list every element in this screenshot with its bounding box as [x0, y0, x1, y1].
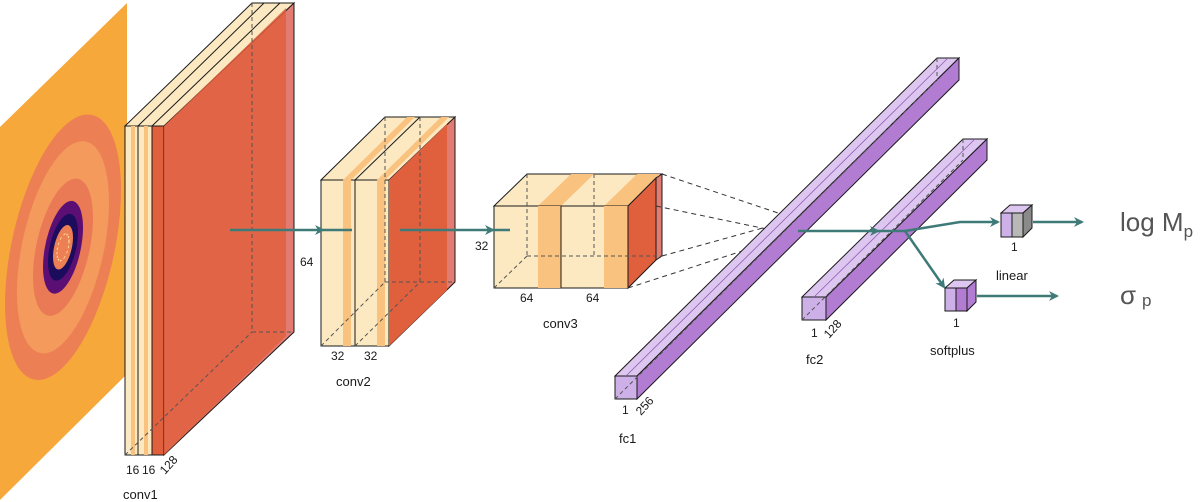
conv1-hidden-edge [124, 331, 253, 456]
conv1-slab-1-band [131, 126, 135, 455]
conv3-top-band-1 [538, 174, 594, 206]
conv2-side-dim: 64 [300, 255, 314, 269]
conv3-slab-1-band [538, 206, 561, 288]
output-log-m-sub: p [1184, 222, 1193, 241]
input-ring-dashed [56, 233, 70, 262]
conv1-block [123, 1, 296, 457]
fc1-label: fc1 [619, 431, 636, 446]
conv3-top-band-2 [604, 174, 660, 206]
linear-dim: 1 [1011, 240, 1018, 254]
conv2-hidden-edge-5 [354, 281, 421, 347]
conv1-top-edge-1 [137, 2, 265, 127]
conv1-label: conv1 [123, 487, 158, 502]
conv3-hidden-edge-2 [493, 255, 528, 289]
flatten-projection-lines [627, 173, 782, 289]
input-image [0, 3, 127, 500]
linear-label: linear [996, 268, 1028, 283]
conv2-top-band-2 [377, 117, 449, 180]
flow-arrows [230, 217, 1084, 301]
output-log-m-main: log M [1120, 207, 1184, 237]
conv1-top-edge-2 [151, 2, 281, 127]
output-log-m: log Mp [1120, 207, 1193, 241]
arrow-to-softplus [903, 230, 946, 289]
fc1-hidden-edge [614, 79, 938, 400]
conv2-label: conv2 [336, 374, 371, 389]
conv3-red-side [655, 173, 663, 261]
conv2-slab-2-band [377, 180, 385, 346]
conv2-hidden-edge-2 [320, 281, 386, 347]
conv3-dim-1: 64 [520, 291, 534, 305]
softplus-label: softplus [930, 343, 975, 358]
conv3-side-dim: 32 [475, 239, 489, 253]
linear-cube [999, 203, 1034, 239]
fc1-bar [613, 56, 961, 401]
conv2-dim-2: 32 [364, 349, 378, 363]
input-ring-center [53, 224, 73, 270]
conv1-slab-red [151, 125, 165, 456]
conv3-block [492, 173, 664, 290]
conv1-dim-2: 16 [142, 463, 156, 477]
conv2-red-front [389, 124, 447, 346]
arrow-to-linear [904, 217, 1000, 233]
fc2-dim-1: 1 [811, 326, 818, 340]
conv3-label: conv3 [543, 316, 578, 331]
fc1-mid-line [625, 57, 949, 377]
linear-cube-front-band [1011, 212, 1024, 238]
output-sigma-main: σ [1120, 280, 1136, 310]
softplus-cube [943, 278, 978, 313]
conv2-block [319, 115, 457, 348]
conv2-top-band-1 [343, 117, 415, 180]
fc1-dim-1: 1 [622, 403, 629, 417]
conv3-dim-2: 64 [586, 291, 600, 305]
conv2-dim-1: 32 [331, 349, 345, 363]
conv2-top-edge [354, 116, 421, 181]
conv1-red-front [164, 8, 286, 455]
conv2-slab-1-band [343, 180, 351, 346]
fc2-hidden-edge [801, 159, 964, 321]
fc2-label: fc2 [806, 352, 823, 367]
conv1-slab-2-band [144, 126, 148, 455]
conv1-dim-3: 128 [157, 453, 181, 477]
conv3-slab-2-band [604, 206, 628, 288]
fc2-mid-line [813, 138, 976, 298]
softplus-cube-front-band [955, 287, 968, 312]
output-sigma-sub: p [1142, 291, 1151, 310]
softplus-dim: 1 [953, 316, 960, 330]
conv1-dim-1: 16 [126, 463, 140, 477]
